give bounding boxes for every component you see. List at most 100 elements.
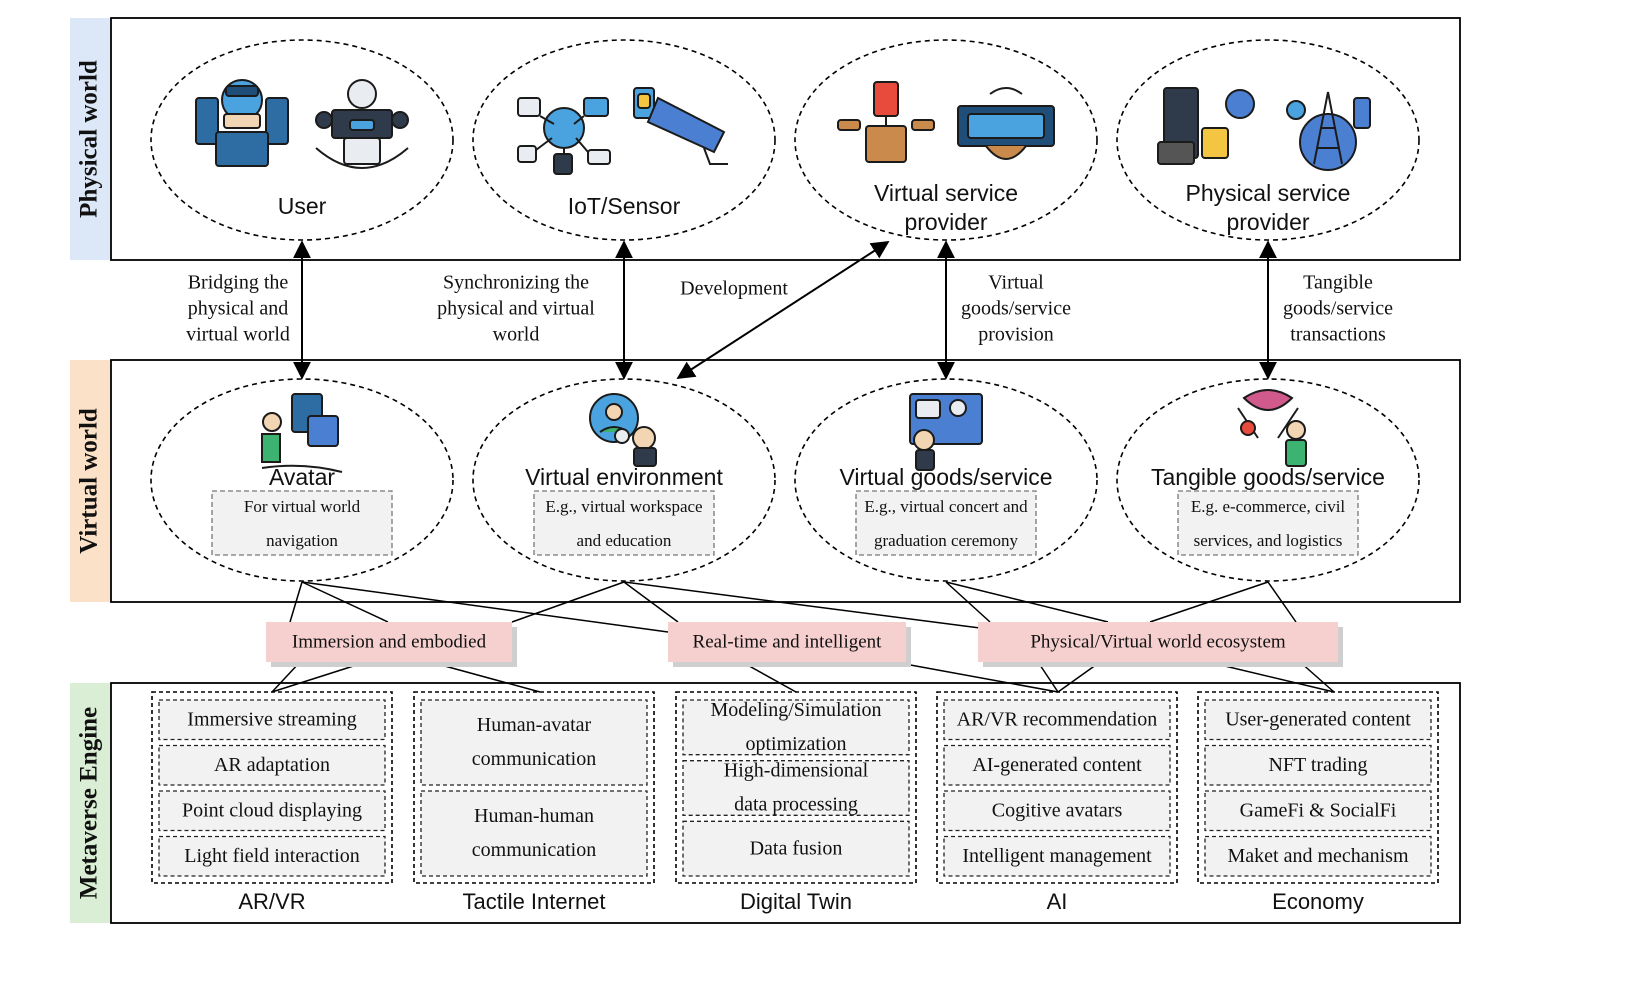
engine-item-label: Point cloud displaying — [182, 799, 362, 821]
icon-part — [1313, 91, 1343, 165]
connection-label: transactions — [1290, 324, 1386, 346]
connector-line — [623, 581, 981, 629]
bidirectional-arrow — [676, 241, 890, 379]
connection-label: provision — [978, 324, 1054, 346]
connection-label: Synchronizing the — [443, 272, 589, 294]
physical-entity-label: Virtual service — [874, 180, 1018, 206]
icon-part — [913, 429, 935, 451]
engine-item-label: Modeling/Simulation — [710, 699, 881, 721]
engine-item-box — [1204, 744, 1432, 786]
icon-part — [223, 113, 261, 129]
connection-label: Virtual — [988, 272, 1044, 294]
virtual-entity-ellipse — [1116, 378, 1420, 582]
iot-network-icon — [517, 97, 611, 175]
engine-item-label: Light field interaction — [184, 845, 360, 867]
engine-item-label: Immersive streaming — [187, 708, 356, 730]
server-icon — [1157, 87, 1255, 165]
connector-line — [511, 581, 625, 623]
virtual-entity-description: E.g., virtual concert and — [864, 497, 1028, 516]
vr-user-icon — [195, 79, 289, 167]
engine-name: Economy — [1272, 889, 1364, 914]
feature-label: Immersion and embodied — [292, 631, 487, 652]
engine-item-label: Human-avatar — [477, 714, 592, 736]
engine-item-label: NFT trading — [1268, 754, 1367, 776]
icon-part — [1242, 389, 1294, 411]
virtual-entity-ellipse — [150, 378, 454, 582]
layer-label: Metaverse Engine — [76, 707, 103, 899]
engine-item-box — [158, 699, 386, 741]
engine-item-box — [420, 790, 648, 877]
engine-item-box — [158, 835, 386, 877]
engine-item-box — [943, 835, 1171, 877]
engine-group-box — [1197, 691, 1439, 884]
connector-line — [289, 581, 303, 623]
virtual-entity-ellipse — [794, 378, 1098, 582]
icon-part — [1299, 113, 1357, 171]
virtual-entity-ellipse — [472, 378, 776, 582]
engine-item-label: User-generated content — [1225, 708, 1411, 730]
engine-item-box — [943, 744, 1171, 786]
icon-part — [1225, 89, 1255, 119]
avatar-icon — [261, 393, 343, 473]
feature-box — [668, 622, 906, 662]
engine-item-label: Human-human — [474, 805, 594, 827]
engine-item-label: AR adaptation — [214, 754, 330, 776]
feature-box — [266, 622, 512, 662]
engine-item-box — [158, 744, 386, 786]
icon-part — [343, 137, 381, 165]
engine-item-label: communication — [472, 748, 596, 770]
connection-label: physical and — [188, 298, 289, 320]
robot-icon — [315, 79, 409, 169]
virtual-entity-description-box — [533, 490, 715, 556]
icon-part — [349, 119, 375, 131]
physical-entity-label: IoT/Sensor — [568, 193, 681, 219]
connector-line — [945, 581, 1109, 623]
icon-part — [535, 115, 589, 154]
engine-item-box — [682, 820, 910, 877]
engine-name: Tactile Internet — [462, 889, 605, 914]
icon-part — [587, 149, 611, 165]
icon-part — [1286, 100, 1306, 120]
icon-part — [646, 96, 726, 154]
physical-entity-ellipse — [472, 39, 776, 241]
virtual-environment-icon — [589, 393, 657, 467]
virtual-entity-label: Virtual goods/service — [839, 464, 1052, 490]
price-tag-icon — [837, 81, 935, 163]
antenna-icon — [1286, 91, 1371, 171]
engine-group-box — [151, 691, 393, 884]
icon-part — [873, 81, 899, 117]
feature-label: Real-time and intelligent — [693, 631, 883, 652]
vr-headset-icon — [957, 87, 1055, 160]
engine-item-box — [1204, 835, 1432, 877]
physical-entity-label: provider — [904, 209, 987, 235]
icon-part — [632, 426, 656, 450]
connector-line — [945, 581, 991, 623]
virtual-entity-description: and education — [577, 531, 672, 550]
icon-part — [195, 97, 219, 145]
virtual-entity-description: navigation — [266, 531, 338, 550]
icon-part — [633, 447, 657, 467]
engine-group-box — [936, 691, 1178, 884]
icon-part — [1157, 141, 1195, 165]
connection-label: world — [493, 324, 540, 346]
icon-part — [967, 113, 1045, 139]
physical-entity-label: Physical service — [1186, 180, 1351, 206]
icon-part — [215, 131, 269, 167]
icon-part — [1286, 420, 1306, 440]
icon-part — [315, 147, 409, 169]
engine-item-label: Intelligent management — [962, 845, 1152, 867]
icon-part — [614, 428, 630, 444]
icon-part — [553, 153, 573, 175]
engine-item-box — [1204, 699, 1432, 741]
virtual-entity-label: Avatar — [269, 464, 335, 490]
connector-line — [301, 581, 389, 623]
layer-frame — [110, 682, 1461, 924]
icon-part — [261, 464, 343, 473]
layer-label: Physical world — [76, 60, 103, 218]
connector-line — [1267, 581, 1297, 623]
icon-part — [315, 111, 333, 129]
engine-group-box — [675, 691, 917, 884]
virtual-entity-description-box — [855, 490, 1037, 556]
engine-item-label: data processing — [734, 794, 858, 816]
